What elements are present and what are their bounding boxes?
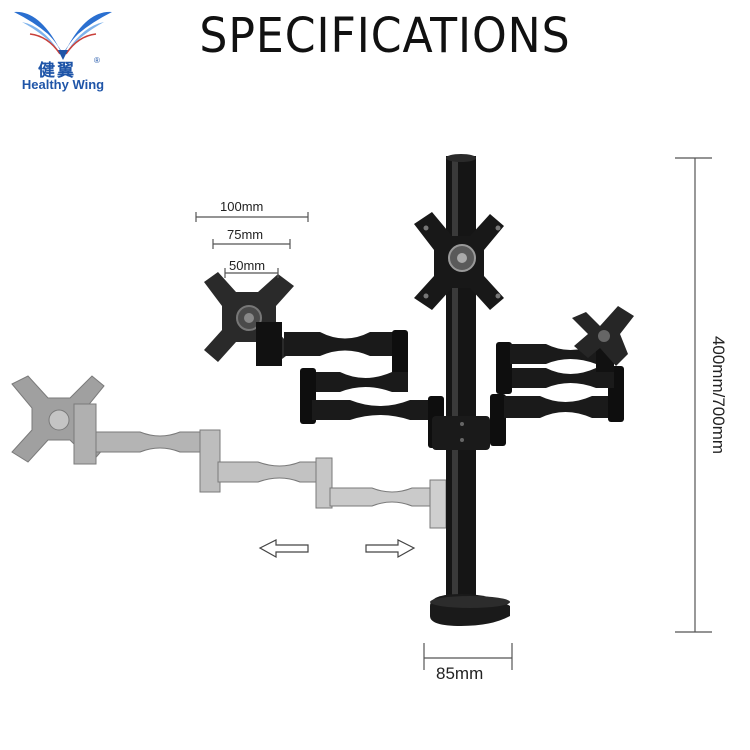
vesa-50-label: 50mm <box>229 258 266 273</box>
registered-mark: ® <box>94 56 100 65</box>
right-monitor-arm <box>490 306 634 446</box>
brand-chinese-name: 健翼 <box>38 61 76 81</box>
brand-logo: 健翼 ® Healthy Wing <box>8 6 118 92</box>
brand-english-name: Healthy Wing <box>21 77 105 92</box>
swing-direction-arrows <box>258 539 416 559</box>
vesa-100-label: 100mm <box>220 199 264 214</box>
vesa-75-label: 75mm <box>227 227 264 242</box>
extended-arm-ghost <box>11 375 447 529</box>
arrow-left-icon <box>258 539 309 559</box>
arrow-right-icon <box>365 539 416 559</box>
page-title: SPECIFICATIONS <box>199 8 571 64</box>
dimension-lines <box>195 157 712 670</box>
left-monitor-arm <box>204 272 444 448</box>
pole-height-label: 400mm/700mm <box>709 335 728 455</box>
center-pole <box>430 154 510 626</box>
wing-logo-icon <box>14 11 112 60</box>
base-diameter-label: 85mm <box>436 664 484 683</box>
center-vesa-plate <box>414 212 504 310</box>
